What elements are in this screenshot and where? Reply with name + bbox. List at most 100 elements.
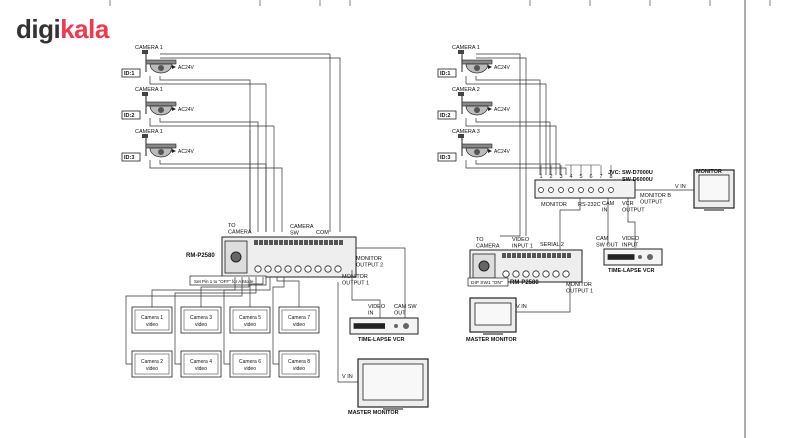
camera-id-box bbox=[437, 110, 457, 120]
rm-p2580-controller-terminal-icon bbox=[269, 240, 273, 245]
rm-p2580-controller-terminal-icon bbox=[314, 240, 318, 245]
power-arrow-icon bbox=[172, 149, 176, 153]
camera-label: CAMERA 1 bbox=[135, 129, 163, 135]
camera-video-name: Camera 7 bbox=[288, 315, 310, 321]
camera-housing bbox=[145, 101, 177, 107]
rm-p2580-controller-terminal-icon bbox=[517, 253, 521, 258]
camera-power: AC24V bbox=[494, 107, 511, 113]
camera-video-inner bbox=[134, 353, 170, 375]
wire bbox=[508, 282, 571, 313]
rm-p2580-controller-terminal-icon bbox=[279, 240, 283, 245]
jvc-model-1: JVC: SW-D7000U bbox=[608, 170, 653, 176]
monitor-screen bbox=[698, 174, 730, 202]
camera-mount-cap bbox=[458, 50, 464, 54]
wire bbox=[223, 277, 271, 365]
camera-video-name: Camera 3 bbox=[190, 315, 212, 321]
pin-note: Set Pin 1 to "OFF" for A Mode bbox=[194, 279, 254, 284]
camera-video-inner bbox=[281, 309, 317, 331]
wire bbox=[200, 277, 250, 307]
rm-p2580-controller-power-icon bbox=[230, 251, 242, 263]
master-monitor-screen bbox=[474, 302, 512, 326]
camera-housing bbox=[461, 59, 493, 65]
time-lapse-vcr-button-icon bbox=[638, 255, 642, 259]
pin-note-box bbox=[189, 275, 267, 286]
rm-p2580-controller-bnc-icon bbox=[542, 270, 550, 278]
rm-p2580-controller-terminal-icon bbox=[274, 240, 278, 245]
dome-camera-icon bbox=[142, 50, 177, 74]
camera-video-sub: video bbox=[195, 322, 207, 328]
wire bbox=[160, 53, 331, 232]
port-number: 5 bbox=[579, 174, 582, 180]
rm-p2580-controller-bnc-icon bbox=[264, 265, 272, 273]
rs232c-label: RS-232C bbox=[578, 202, 601, 208]
rm-p2580-controller-terminal-icon bbox=[507, 253, 511, 258]
rm-p2580-controller-terminal-icon bbox=[339, 240, 343, 245]
wire bbox=[276, 277, 300, 307]
camera-power: AC24V bbox=[178, 65, 195, 71]
rm-p2580-controller-bnc-icon bbox=[274, 265, 282, 273]
rm-p2580-controller-terminal-icon bbox=[527, 253, 531, 258]
camera-id: ID:2 bbox=[124, 113, 134, 119]
monitor-stand bbox=[704, 208, 724, 211]
camera-housing bbox=[461, 143, 493, 149]
vcr-label: TIME-LAPSE VCR bbox=[608, 268, 654, 274]
camera-mount-cap bbox=[458, 134, 464, 138]
port-number: 2 bbox=[549, 174, 552, 180]
wire bbox=[149, 118, 275, 232]
wire bbox=[151, 277, 236, 307]
camera-housing bbox=[145, 143, 177, 149]
logo-part-2: kala bbox=[60, 14, 109, 44]
rm-p2580-controller-bnc-icon bbox=[314, 265, 322, 273]
camera-video-sub: video bbox=[244, 366, 256, 372]
rm-p2580-controller-terminal-icon bbox=[264, 240, 268, 245]
controller-label: RM-P2580 bbox=[510, 280, 539, 286]
serial-2-label: SERIAL 2 bbox=[540, 242, 564, 248]
rm-p2580-controller-power-icon bbox=[478, 260, 490, 272]
camera-id-box bbox=[121, 110, 141, 120]
port-number: 1 bbox=[539, 174, 542, 180]
time-lapse-vcr-knob-icon bbox=[647, 254, 653, 260]
rm-p2580-controller-terminal-icon bbox=[309, 240, 313, 245]
camera-id: ID:3 bbox=[124, 155, 134, 161]
wire bbox=[159, 160, 267, 232]
camera-lens-icon bbox=[474, 107, 480, 113]
time-lapse-vcr-button-icon bbox=[394, 324, 398, 328]
camera-label: CAMERA 1 bbox=[135, 87, 163, 93]
camera-lens-icon bbox=[474, 149, 480, 155]
camera-id-box bbox=[121, 152, 141, 162]
camera-housing bbox=[461, 101, 493, 107]
wire bbox=[159, 118, 259, 232]
switcher-bnc-icon bbox=[598, 187, 604, 193]
dome-camera-icon bbox=[458, 92, 493, 116]
rm-p2580-controller-terminal-icon bbox=[289, 240, 293, 245]
camera-lens-icon bbox=[158, 107, 164, 113]
camera-housing bbox=[145, 59, 177, 65]
rm-p2580-controller-terminal-icon bbox=[557, 253, 561, 258]
switcher-bnc-icon bbox=[558, 187, 564, 193]
camera-mount-cap bbox=[458, 92, 464, 96]
power-arrow-icon bbox=[488, 107, 492, 111]
camera-label: CAMERA 1 bbox=[452, 45, 480, 51]
rm-p2580-controller-bnc-icon bbox=[512, 270, 520, 278]
wire bbox=[249, 277, 264, 307]
dip-note-box bbox=[467, 277, 509, 287]
switcher-bnc-icon bbox=[568, 187, 574, 193]
wire bbox=[149, 160, 283, 232]
controller-label: RM-P2580 bbox=[186, 253, 215, 259]
camera-lens-icon bbox=[474, 65, 480, 71]
switcher-bnc-icon bbox=[608, 187, 614, 193]
port-number: 7 bbox=[599, 174, 602, 180]
camera-mount-cap bbox=[142, 50, 148, 54]
rm-p2580-controller-terminal-icon bbox=[552, 253, 556, 258]
camera-video-inner bbox=[134, 309, 170, 331]
rm-p2580-controller-terminal-icon bbox=[259, 240, 263, 245]
camera-video-name: Camera 1 bbox=[141, 315, 163, 321]
camera-video-inner bbox=[281, 353, 317, 375]
camera-video-inner bbox=[232, 309, 268, 331]
